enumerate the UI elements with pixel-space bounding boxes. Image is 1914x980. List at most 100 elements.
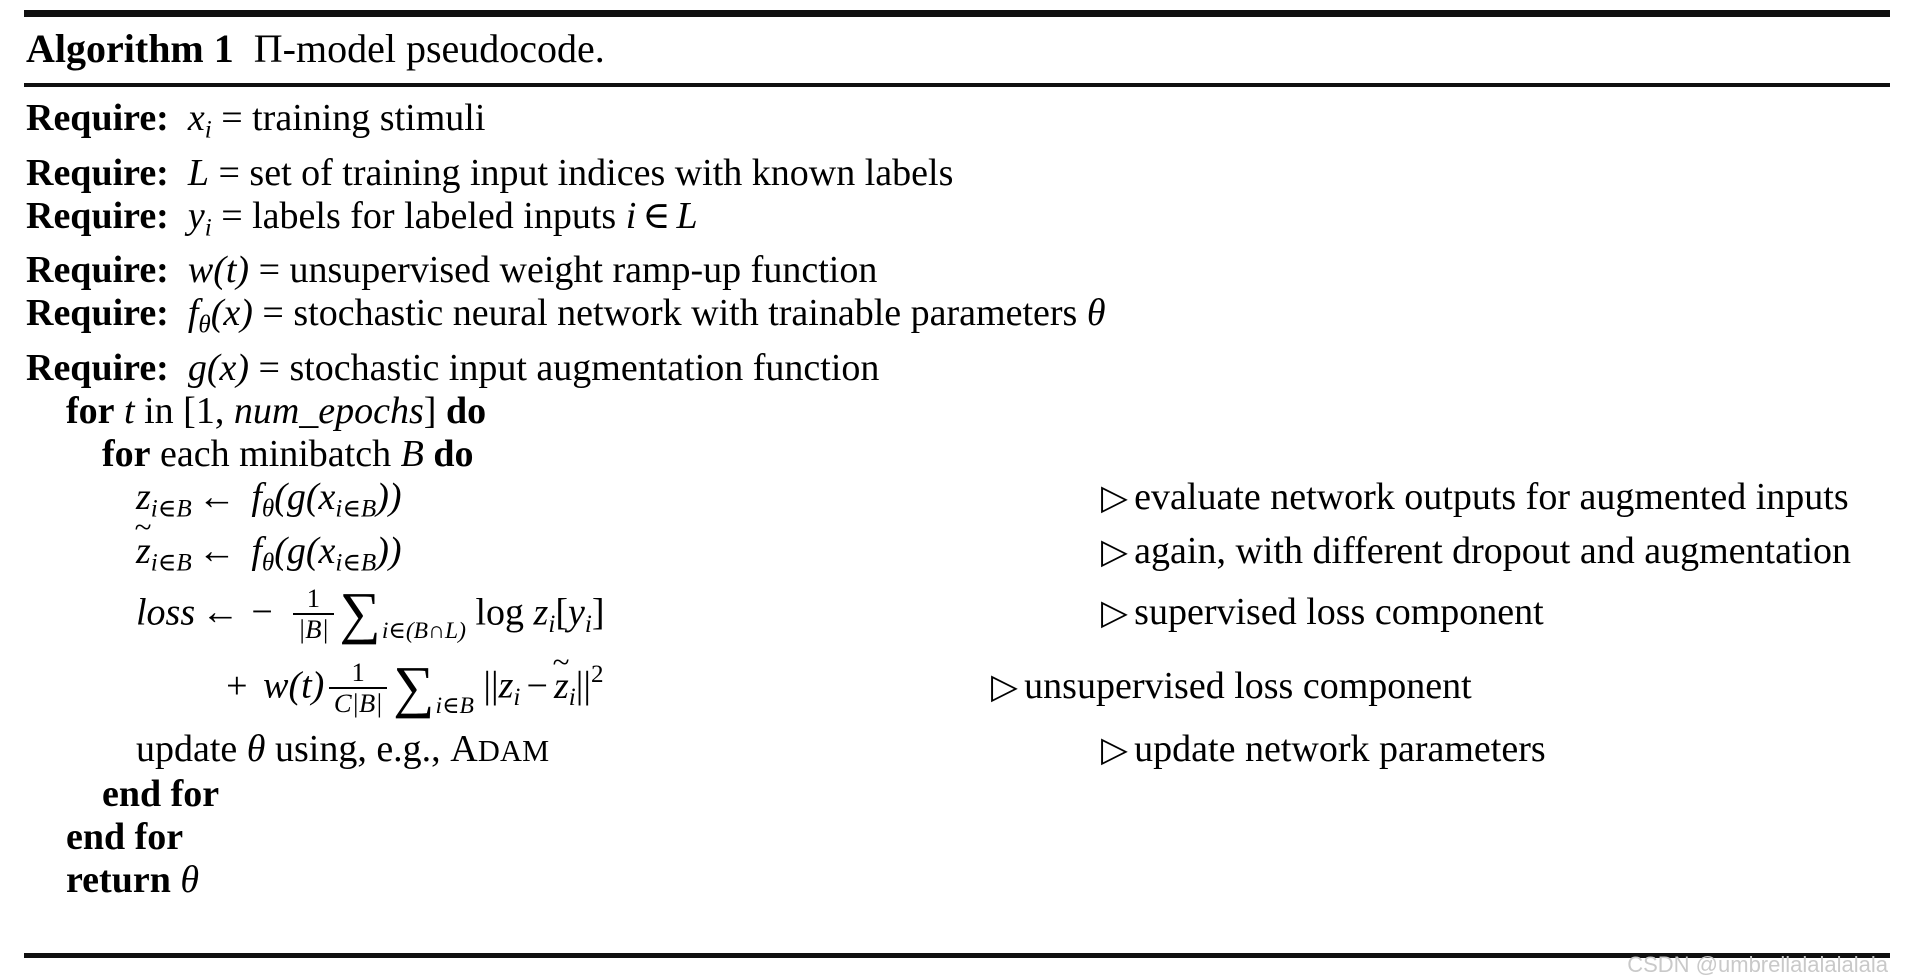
require-keyword: Require: [26,346,169,389]
comment-update: ▷update network parameters [1101,728,1914,771]
line-update-theta: update θ using, e.g., ADAM ▷update netwo… [24,728,1890,773]
line-ztilde-assign: ~zi∈B← fθ(g(xi∈B)) ▷again, with differen… [24,511,1890,585]
minus-sign: − [251,590,273,633]
require-keyword: Require: [26,194,169,237]
paren-open: ( [210,292,224,335]
triangle-bullet-icon: ▷ [1101,729,1128,769]
for-keyword: for [102,432,151,475]
do-keyword: do [433,432,474,475]
end-for-keyword: end for [102,772,220,815]
comment-unsupervised: ▷unsupervised loss component [991,665,1897,708]
paren-open: ( [206,346,220,389]
symbol-w: w [187,249,214,292]
symbol-f: f [251,475,262,518]
symbol-L: L [676,194,698,237]
update-keyword: update [136,727,238,770]
adam-first-letter: A [450,727,478,770]
symbol-theta: θ [246,727,266,770]
symbol-B: B [358,687,376,718]
using-text: using, e.g., [274,727,441,770]
require-yi-text: = labels for labeled inputs [221,194,617,237]
line-require-yi: Require: yi = labels for labeled inputs … [24,195,1890,250]
symbol-g: g [286,530,306,573]
paren-open: ( [274,530,287,573]
summation-icon: ∑ [339,581,381,645]
tilde-accent-icon: ~ [134,508,152,544]
require-keyword: Require: [26,292,169,335]
symbol-f: f [187,292,199,335]
comment-evaluate: ▷evaluate network outputs for augmented … [1101,476,1914,519]
require-keyword: Require: [26,249,169,292]
line-require-xi: Require: xi = training stimuli [24,97,1890,152]
line-require-gx: Require: g(x) = stochastic input augment… [24,347,1890,390]
paren-close: ) [236,346,250,389]
symbol-z-tilde: ~z [135,511,152,573]
line-require-L: Require: L = set of training input indic… [24,152,1890,195]
rule-under-caption [24,83,1890,87]
subscript-i-in-B: i∈B [150,495,192,523]
rule-top [24,10,1890,17]
log-operator: log [475,590,525,633]
subscript-i: i [204,116,212,144]
symbol-B: B [305,613,322,644]
subscript-theta: θ [261,549,275,577]
number-one: 1 [195,389,215,432]
csdn-watermark: CSDN @umbrellalalalalala [1627,952,1888,977]
triangle-bullet-icon: ▷ [991,667,1018,707]
plus-sign: + [226,665,248,708]
algorithm-caption: Algorithm 1 Π-model pseudocode. [24,17,1890,77]
paren-close: ) [376,530,389,573]
symbol-y: y [567,590,585,633]
symbol-t: t [124,389,135,432]
require-L-text: = set of training input indices with kno… [218,151,954,194]
line-return-theta: return θ [24,859,1890,902]
fraction-numerator: 1 [306,582,321,613]
adam-rest-letters: DAM [477,733,550,768]
line-z-assign: zi∈B← fθ(g(xi∈B)) ▷evaluate network outp… [24,476,1890,531]
require-keyword: Require: [26,97,169,139]
comma: , [214,389,225,432]
subscript-i: i [204,214,212,242]
tilde-accent-icon: ~ [552,643,570,679]
subscript-i: i [584,610,592,638]
require-ftheta-text: = stochastic neural network with trainab… [262,292,1078,335]
symbol-w: w [263,665,289,708]
symbol-g: g [187,346,207,389]
subscript-i: i [513,684,521,712]
subscript-theta: θ [198,311,211,339]
norm-open: || [483,665,499,708]
element-of-icon: ∈ [642,194,671,237]
left-arrow-icon: ← [201,590,240,633]
symbol-theta: θ [180,858,200,901]
return-keyword: return [66,858,171,901]
symbol-x: x [219,346,237,389]
adam-optimizer-name: ADAM [450,728,549,770]
require-keyword: Require: [26,151,169,194]
paren-close: ) [236,249,250,292]
each-minibatch-text: each minibatch [160,432,392,475]
triangle-bullet-icon: ▷ [1101,592,1128,632]
symbol-z: z [533,590,549,633]
symbol-z: z [136,475,151,518]
bracket-close: ] [591,590,605,633]
symbol-x: x [318,530,336,573]
symbol-g: g [286,475,306,518]
paren-close: ) [376,475,389,518]
bracket-close: ] [423,389,437,432]
subscript-i: i [568,684,576,712]
algorithm-label: Algorithm 1 [26,26,234,71]
comment-text: unsupervised loss component [1024,665,1472,708]
symbol-L: L [187,151,209,194]
fraction-numerator: 1 [351,656,365,687]
line-require-wt: Require: w(t) = unsupervised weight ramp… [24,249,1890,292]
symbol-t: t [225,249,237,292]
symbol-z: z [498,665,514,708]
subscript-i-in-B: i∈B [335,549,377,577]
symbol-num-epochs: num_epochs [233,389,424,432]
fraction-denominator: |B| [293,612,334,644]
symbol-B: B [400,432,424,475]
comment-text: evaluate network outputs for augmented i… [1134,475,1849,518]
bracket-open: [ [183,389,196,432]
